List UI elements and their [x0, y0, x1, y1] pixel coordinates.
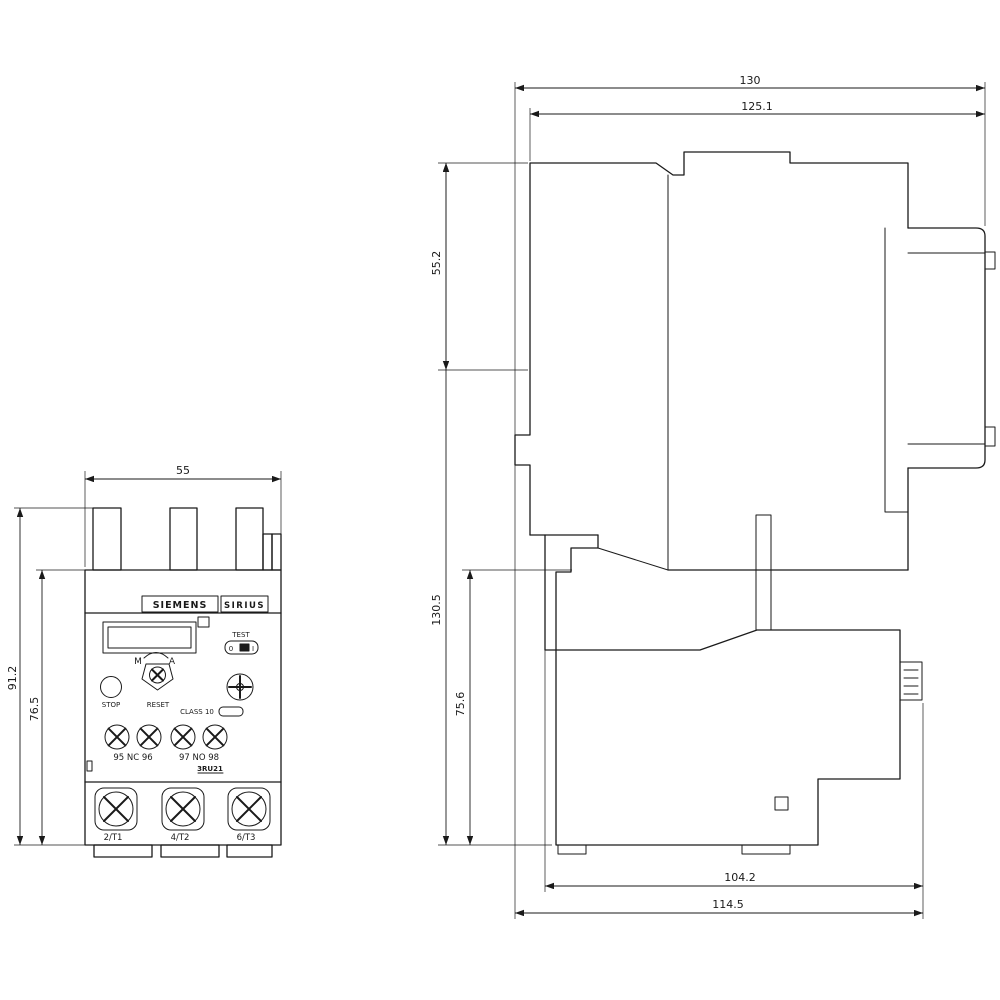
dial-arc-icon	[143, 652, 169, 659]
dim-total-height-label: 130.5	[430, 594, 443, 626]
terminal-clip-1	[984, 251, 996, 270]
test-slider-knob[interactable]	[239, 643, 250, 652]
dim-bottom-depth-label: 114.5	[712, 898, 744, 911]
toggle-off-label: 0	[229, 645, 233, 653]
corner-mark	[86, 760, 93, 772]
terminal-3-label: 6/T3	[237, 833, 256, 843]
foot-3	[226, 844, 273, 858]
test-label: TEST	[231, 631, 250, 639]
manual-label: M	[134, 657, 142, 667]
side-extension-lines	[438, 82, 986, 919]
aux-screw-98-icon	[202, 724, 228, 750]
side-dimension-lines	[442, 84, 985, 917]
dim-depth-total-label: 130	[740, 74, 761, 87]
aux-screw-95-icon	[104, 724, 130, 750]
aux-screw-96-icon	[136, 724, 162, 750]
upper-body-outline	[514, 151, 909, 536]
model-label: 3RU21	[197, 765, 223, 773]
right-terminal-block	[907, 227, 986, 469]
terminal-1-label: 2/T1	[104, 833, 123, 843]
adjustment-screw-icon[interactable]	[226, 673, 254, 701]
class-rating-label: CLASS 10	[180, 708, 214, 716]
test-slider[interactable]	[224, 640, 259, 655]
front-outline	[84, 507, 282, 858]
terminal-clip-2	[984, 426, 996, 447]
mounting-mark	[774, 796, 789, 811]
aux-screw-97-icon	[170, 724, 196, 750]
heater-block-inner	[884, 227, 909, 513]
dim-lower-depth-label: 104.2	[724, 871, 756, 884]
front-channel	[755, 514, 772, 631]
toggle-on-label: I	[252, 645, 254, 653]
foot-1	[93, 844, 153, 858]
front-faceplate	[86, 595, 271, 831]
main-screw-housing-1	[94, 787, 138, 831]
aux-nc-label: 95 NC 96	[113, 753, 152, 763]
dim-lower-height-label: 75.6	[454, 692, 467, 717]
front-view: 55 91.2 76.5	[6, 464, 282, 858]
main-terminal-screws[interactable]	[94, 787, 271, 831]
reset-screw-icon[interactable]	[149, 666, 166, 684]
main-screw-housing-3	[227, 787, 271, 831]
terminal-2-label: 4/T2	[171, 833, 190, 843]
main-screw-t1-icon	[98, 791, 134, 827]
setting-window-inner	[107, 626, 192, 649]
front-dimension-lines	[16, 475, 281, 845]
aux-terminal-screws[interactable]	[104, 724, 228, 750]
main-screw-t3-icon	[231, 791, 267, 827]
dim-upper-height-label: 55.2	[430, 251, 443, 276]
side-foot-1	[557, 844, 587, 855]
dim-width-label: 55	[176, 464, 190, 477]
side-view: 130 125.1 55.2 130.5 75.6 104.2 114.5	[430, 74, 996, 919]
stop-label: STOP	[102, 701, 120, 709]
class-pill	[218, 706, 244, 717]
side-terminal-screw-icon	[899, 661, 923, 701]
din-rail-hook	[544, 534, 599, 651]
dim-height-total-label: 91.2	[6, 666, 19, 691]
brand-plate	[141, 595, 219, 613]
side-outline	[514, 151, 996, 855]
series-label: SIRIUS	[224, 601, 265, 611]
main-screw-housing-2	[161, 787, 205, 831]
reset-label: RESET	[147, 701, 170, 709]
lower-block-outline	[555, 629, 901, 846]
series-plate	[220, 595, 269, 613]
indicator-icon	[197, 616, 210, 628]
stop-button[interactable]	[100, 676, 122, 698]
main-screw-t2-icon	[165, 791, 201, 827]
dim-depth-body-label: 125.1	[741, 100, 773, 113]
auto-label: A	[169, 657, 176, 667]
foot-2	[160, 844, 220, 858]
reset-knob[interactable]	[141, 663, 174, 691]
dim-height-body-label: 76.5	[28, 697, 41, 722]
setting-window	[102, 621, 197, 654]
brand-label: SIEMENS	[153, 600, 208, 611]
side-foot-2	[741, 844, 791, 855]
aux-no-label: 97 NO 98	[179, 753, 219, 763]
